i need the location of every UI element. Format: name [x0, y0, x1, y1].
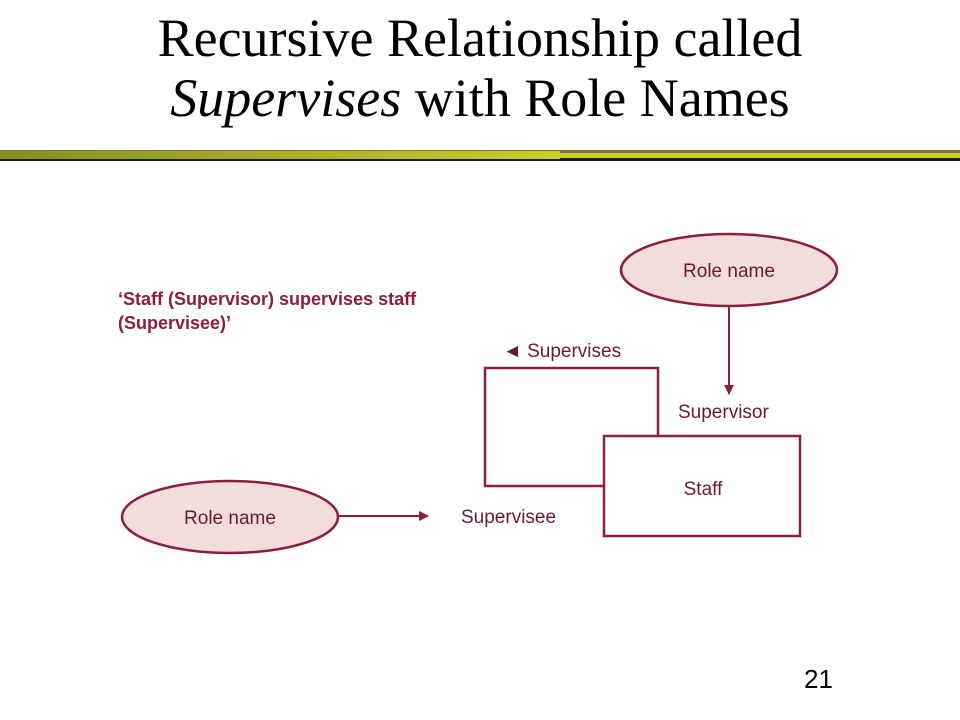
- title-emphasis: Supervises: [170, 68, 402, 128]
- staff-entity-label: Staff: [684, 479, 723, 500]
- role-name-label-top: Role name: [683, 261, 775, 282]
- supervisee-role-label: Supervisee: [461, 507, 556, 528]
- relationship-quote: ‘Staff (Supervisor) supervises staff (Su…: [118, 289, 417, 333]
- staff-entity-box: [602, 434, 802, 538]
- title-rule-bottom: [0, 158, 960, 161]
- supervises-relationship-label: ◄ Supervises: [503, 341, 621, 362]
- title-rest: with Role Names: [401, 68, 790, 128]
- slide-title: Recursive Relationship called Supervises…: [0, 8, 960, 128]
- supervisor-role-label: Supervisor: [678, 402, 769, 423]
- title-line-2: Supervises with Role Names: [0, 68, 960, 128]
- page-number: 21: [804, 664, 833, 694]
- role-name-label-left: Role name: [184, 508, 276, 529]
- recursive-relationship-line: [483, 366, 660, 488]
- title-rule-gradient: [0, 151, 560, 159]
- title-line-1: Recursive Relationship called: [157, 8, 803, 68]
